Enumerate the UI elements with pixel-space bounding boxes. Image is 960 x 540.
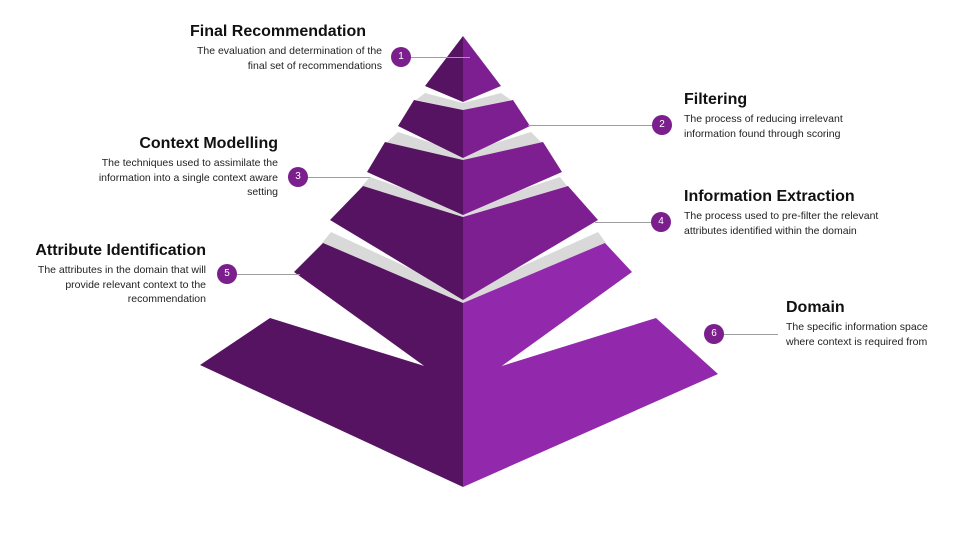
gap-band <box>416 93 511 110</box>
tier-description: The evaluation and determination of the … <box>190 44 382 73</box>
tier-label-information-extraction: Information Extraction The process used … <box>684 187 914 238</box>
tier-title: Final Recommendation <box>190 23 367 40</box>
tier-description-line: provide relevant context to the <box>65 278 206 291</box>
tier-description: The attributes in the domain that will p… <box>20 263 206 307</box>
tier-4-left-face <box>330 186 463 300</box>
tier-title: Context Modelling <box>139 135 278 152</box>
tier-description: The process used to pre-filter the relev… <box>684 209 914 238</box>
tier-title: Domain <box>786 299 845 316</box>
tier-description-line: The techniques used to assimilate the <box>101 157 278 169</box>
tier-description-line: information into a single context aware <box>98 171 278 184</box>
tier-5-right-face <box>463 243 632 394</box>
connector-line-5 <box>228 274 300 275</box>
tier-description: The process of reducing irrelevant infor… <box>684 112 884 141</box>
tier-badge-4: 4 <box>651 212 671 232</box>
tier-description-line: The process used to pre-filter the relev… <box>684 210 879 222</box>
tier-label-domain: Domain The specific information space wh… <box>786 298 956 349</box>
tier-title: Information Extraction <box>684 188 855 205</box>
tier-4-right-face <box>463 186 598 300</box>
tier-description-line: final set of recommendations <box>247 59 382 72</box>
tier-description: The specific information space where con… <box>786 320 956 349</box>
tier-label-attribute-identification: Attribute Identification The attributes … <box>20 241 206 307</box>
tier-label-context-modelling: Context Modelling The techniques used to… <box>68 134 278 200</box>
tier-3-right-face <box>463 142 562 215</box>
tier-label-final-recommendation: Final Recommendation The evaluation and … <box>190 22 382 73</box>
tier-description-line: information found through scoring <box>684 127 841 140</box>
tier-title: Attribute Identification <box>35 242 206 259</box>
tier-3-left-face <box>367 142 463 215</box>
tier-description-line: attributes identified within the domain <box>684 224 857 237</box>
tier-1-right-face <box>463 36 501 102</box>
tier-description: The techniques used to assimilate the in… <box>68 156 278 200</box>
tier-badge-5: 5 <box>217 264 237 284</box>
connector-line-3 <box>298 177 370 178</box>
tier-description-line: recommendation <box>127 293 206 305</box>
connector-line-1 <box>408 57 470 58</box>
tier-6-left-face <box>200 318 463 487</box>
tier-badge-2: 2 <box>652 115 672 135</box>
tier-1-left-face <box>425 36 463 102</box>
tier-6-right-face <box>463 318 718 487</box>
tier-badge-1: 1 <box>391 47 411 67</box>
tier-description-line: setting <box>247 186 278 198</box>
tier-badge-3: 3 <box>288 167 308 187</box>
tier-title: Filtering <box>684 91 748 108</box>
tier-badge-6: 6 <box>704 324 724 344</box>
connector-line-4 <box>595 222 661 223</box>
tier-label-filtering: Filtering The process of reducing irrele… <box>684 90 884 141</box>
tier-2-left-face <box>398 100 463 158</box>
connector-line-6 <box>714 334 778 335</box>
tier-description-line: The specific information space <box>786 321 928 333</box>
connector-line-2 <box>528 125 662 126</box>
tier-description-line: The evaluation and determination of the <box>196 45 382 57</box>
tier-2-right-face <box>463 100 530 158</box>
tier-description-line: where context is required from <box>786 335 928 348</box>
pyramid-tiers <box>200 36 718 487</box>
tier-description-line: The process of reducing irrelevant <box>684 113 843 125</box>
tier-5-left-face <box>294 243 463 394</box>
tier-description-line: The attributes in the domain that will <box>37 264 206 276</box>
